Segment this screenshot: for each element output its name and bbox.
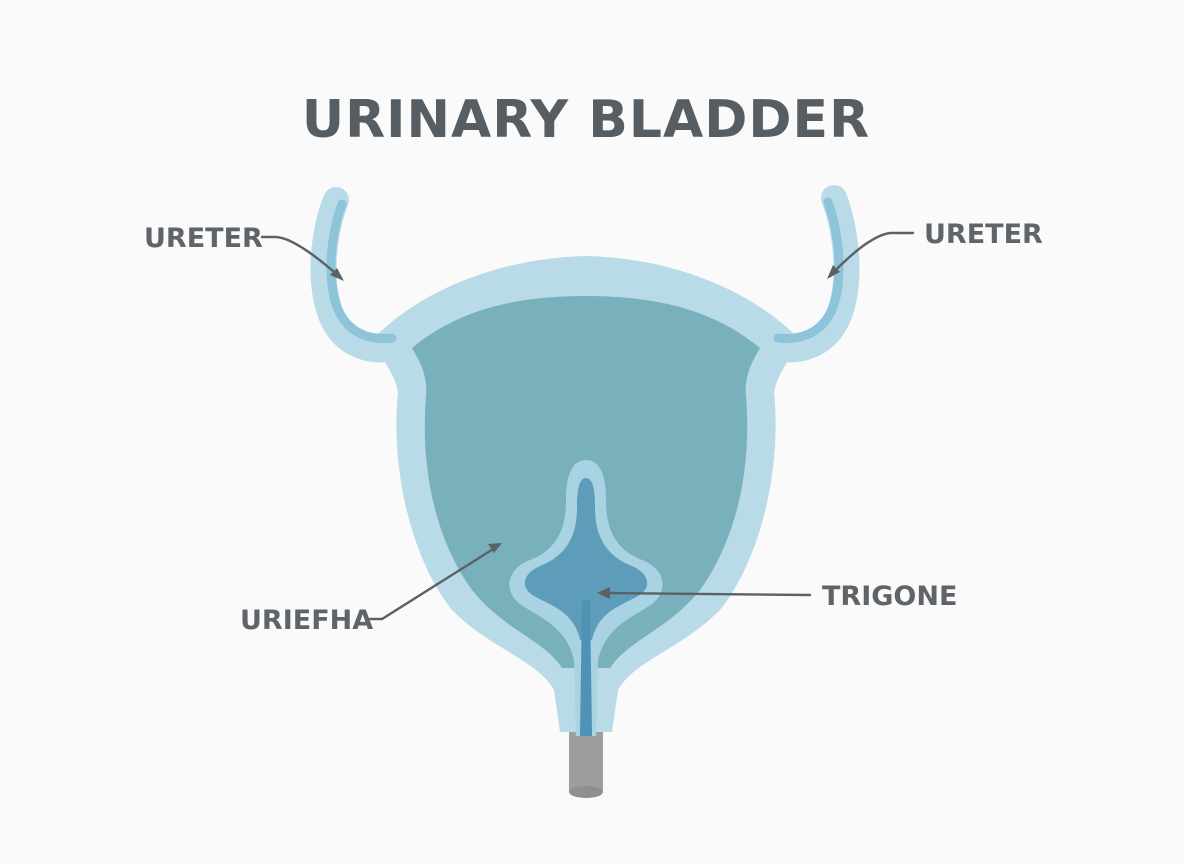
label-urethra: URIEFHA [240, 605, 373, 636]
trigone-leader [597, 587, 812, 599]
ureter-right-lumen [773, 197, 844, 343]
ureter-right-leader [827, 231, 915, 279]
catheter-tube [569, 728, 603, 798]
trigone-core [524, 478, 648, 640]
ureter-right [762, 185, 860, 363]
ureter-left [310, 187, 408, 363]
label-trigone: TRIGONE [822, 581, 957, 612]
diagram-title: URINARY BLADDER [302, 90, 870, 150]
ureter-left-leader [260, 235, 344, 281]
label-ureter-left: URETER [144, 223, 263, 254]
ureter-left-lumen [326, 199, 397, 343]
urethra-lumen [580, 600, 592, 736]
urethra-leader [368, 543, 502, 621]
label-ureter-right: URETER [924, 219, 1043, 250]
